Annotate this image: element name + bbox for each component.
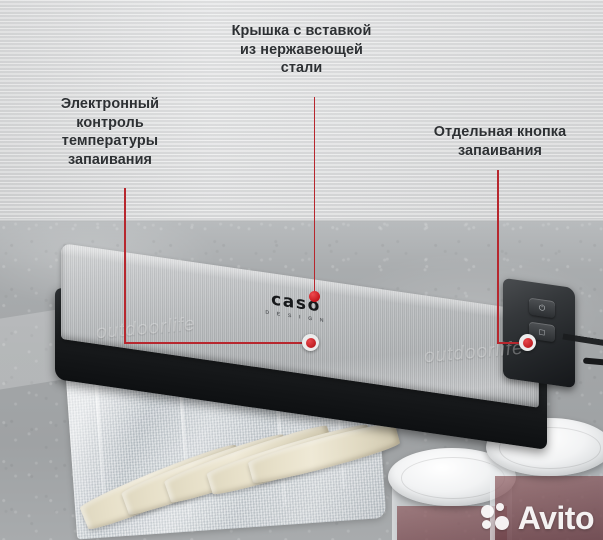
leader-line-seal-button: [497, 342, 527, 344]
counter-edge-line: [0, 219, 603, 222]
marker-dot-temperature-control: [302, 334, 319, 351]
callout-seal-button: Отдельная кнопка запаивания: [433, 124, 567, 159]
leader-line-temperature-control: [124, 342, 310, 344]
leader-line-temperature-control: [124, 188, 126, 343]
vacuum-seal-button[interactable]: ⏻: [529, 297, 555, 319]
leader-line-seal-button: [497, 170, 499, 343]
avito-logo-icon: [480, 503, 511, 533]
marker-dot-seal-button: [519, 334, 536, 351]
callout-temperature-control: Электронный контроль температуры запаива…: [60, 96, 160, 168]
background-wall: [0, 0, 603, 219]
callout-stainless-lid: Крышка с вставкой из нержавеющей стали: [231, 23, 372, 77]
vacuum-sealer-device: caso D E S I G N ⏻ ◻: [55, 243, 603, 450]
jar-contents: [494, 475, 603, 540]
leader-line-stainless-lid: [313, 97, 316, 297]
avito-watermark: Avito: [480, 500, 595, 536]
avito-wordmark: Avito: [517, 500, 595, 536]
glass-jar: [486, 418, 603, 540]
marker-dot-stainless-lid: [306, 288, 323, 305]
